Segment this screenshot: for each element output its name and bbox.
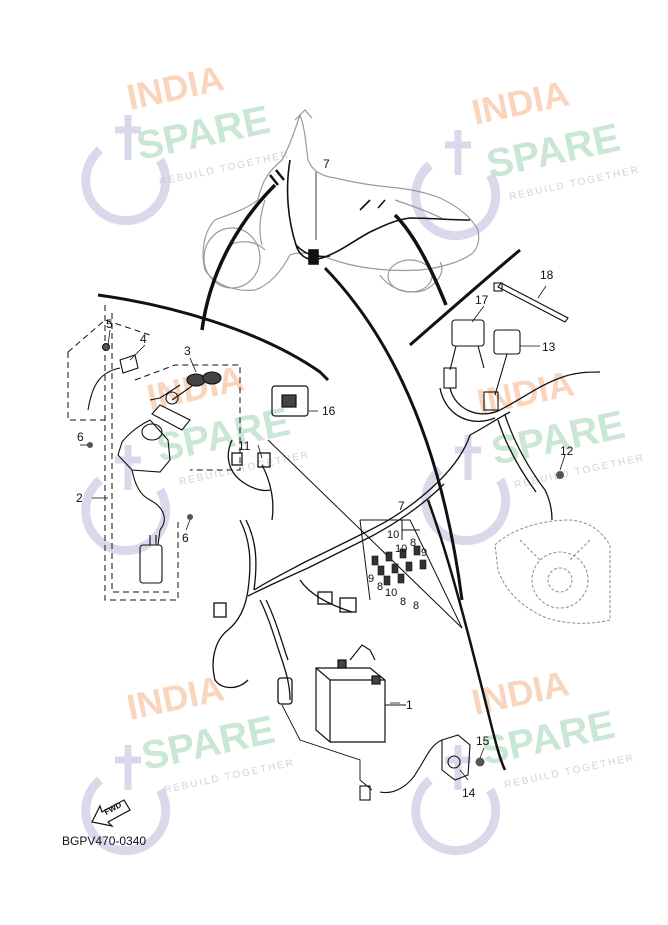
callout-12: 12 — [560, 444, 574, 458]
watermark-top-right: INDIA SPARE REBUILD TOGETHER — [411, 72, 641, 241]
watermark-logo-icon — [411, 745, 501, 856]
watermark-bottom-right: INDIA SPARE REBUILD TOGETHER — [411, 662, 636, 856]
watermark-logo-icon — [81, 745, 171, 856]
callout-9-b: 9 — [368, 573, 374, 585]
callout-8-c: 8 — [400, 596, 406, 608]
ignition-group-frame — [97, 293, 330, 382]
callout-11: 11 — [238, 439, 251, 453]
callout-6-upper: 6 — [77, 430, 84, 444]
ignition-dashed-frame — [67, 305, 241, 601]
watermark-logo-icon — [411, 130, 501, 241]
part-5-screw — [102, 343, 110, 351]
fuse-set — [371, 545, 427, 586]
callout-4: 4 — [140, 332, 147, 346]
diagram-code: BGPV470-0340 — [62, 834, 147, 848]
part-13-coupler — [483, 329, 521, 411]
fwd-arrow-icon: FWD — [91, 799, 131, 827]
engine-outline — [494, 519, 611, 624]
scooter-outline — [202, 109, 480, 293]
callout-10-b: 10 — [395, 543, 407, 555]
callout-9-a: 9 — [421, 547, 427, 559]
callout-10-a: 10 — [387, 529, 399, 541]
watermark-india-text: INDIA — [143, 357, 247, 417]
callout-18: 18 — [540, 268, 554, 282]
callout-5: 5 — [106, 317, 113, 331]
callout-1: 1 — [406, 698, 413, 712]
battery-leader-lines — [281, 704, 406, 791]
horn-group-frame — [426, 499, 507, 771]
watermark-bottom-left: INDIA SPARE REBUILD TOGETHER — [81, 667, 296, 856]
callout-8-a: 8 — [410, 537, 416, 549]
callout-13: 13 — [542, 340, 556, 354]
top-right-bracket-frame — [409, 248, 521, 347]
callout-2: 2 — [76, 491, 83, 505]
part-14-horn — [359, 734, 471, 801]
watermark-india-text: INDIA — [468, 72, 572, 132]
leader-arcs — [200, 183, 464, 601]
part-18-cable-tie — [493, 282, 569, 323]
callout-8-d: 8 — [413, 600, 419, 612]
part-12-bolt — [556, 471, 564, 479]
part-4-switch — [87, 354, 139, 411]
callout-16: 16 — [322, 404, 336, 418]
right-harness-branch — [439, 371, 601, 521]
part-15-nut — [475, 757, 485, 767]
callout-17: 17 — [475, 293, 489, 307]
callout-14: 14 — [462, 786, 476, 800]
callout-labels: 7 18 17 13 5 4 3 16 11 12 6 2 6 7 10 8 1… — [76, 157, 574, 800]
callout-10-c: 10 — [385, 587, 397, 599]
main-wire-harness — [212, 434, 471, 705]
callout-leaders — [80, 172, 566, 781]
callout-3: 3 — [184, 344, 191, 358]
part-17-relay — [443, 319, 485, 389]
scooter-harness — [269, 159, 471, 265]
part-6-screw-upper — [87, 442, 93, 448]
watermark-logo-icon — [81, 115, 171, 226]
part-16-relay — [271, 385, 309, 417]
part-2-main-switch — [117, 419, 171, 584]
watermark-logo-icon — [81, 445, 171, 556]
callout-7-fuse-group: 7 — [398, 499, 405, 513]
callout-15: 15 — [476, 734, 490, 748]
fuse-group-frame — [267, 439, 463, 629]
part-1-battery — [315, 644, 386, 743]
part-3-key-set — [149, 371, 222, 431]
watermark-india-text: INDIA — [123, 667, 227, 727]
callout-8-b: 8 — [377, 581, 383, 593]
callout-6-lower: 6 — [182, 531, 189, 545]
callout-7-top: 7 — [323, 157, 330, 171]
watermark-top-left: INDIA SPARE REBUILD TOGETHER — [81, 57, 291, 226]
part-6-screw-lower — [187, 514, 193, 520]
